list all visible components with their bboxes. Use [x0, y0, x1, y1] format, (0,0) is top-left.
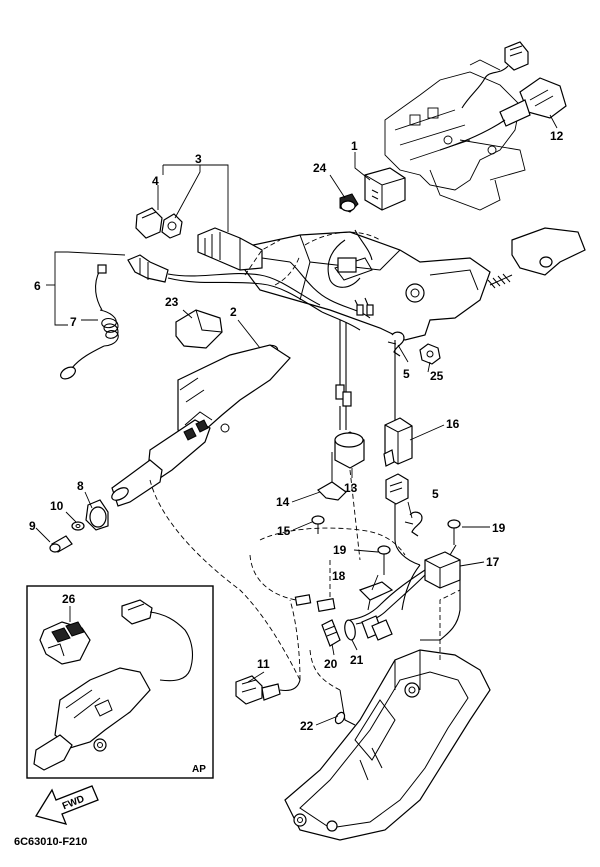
part-3-switch-body [197, 227, 291, 271]
callout-7: 7 [70, 315, 77, 329]
part-24-wire-clip [339, 193, 359, 213]
wire-routing-dashed [149, 231, 461, 691]
part-15-screw [311, 515, 325, 534]
callout-10: 10 [50, 499, 64, 513]
part-9-screw [49, 535, 73, 553]
callout-23: 23 [165, 295, 179, 309]
part-6-stop-switch [127, 254, 323, 313]
callout-14: 14 [276, 495, 290, 509]
callout-5a: 5 [403, 367, 410, 381]
drawing-code: 6C63010-F210 [14, 836, 87, 848]
callout-13: 13 [344, 481, 358, 495]
inset-ap-detail: 26 AP [26, 585, 214, 779]
lower-tray [284, 649, 491, 841]
wire-harness-center [289, 229, 374, 407]
wire-bundle-lower [294, 564, 461, 641]
part-20-grommet [321, 619, 341, 647]
part-19-screw-right [447, 519, 461, 545]
callout-2: 2 [230, 305, 237, 319]
part-21-ring [344, 619, 356, 641]
part-12-harness-plug [439, 77, 567, 151]
part-16-connector [383, 340, 413, 467]
connector-pair-lower [361, 615, 393, 641]
part-8-grip-end [85, 499, 109, 531]
callout-22: 22 [300, 719, 314, 733]
part-13-sensor [334, 406, 365, 469]
callout-9: 9 [29, 519, 36, 533]
part-7-lanyard-cord [60, 264, 119, 380]
lower-connector-plug [385, 473, 421, 566]
callout-19a: 19 [492, 521, 506, 535]
callout-labels: 1 2 3 4 5 5 6 7 8 9 10 11 12 13 14 15 16… [29, 129, 564, 733]
callout-20: 20 [324, 657, 338, 671]
callout-8: 8 [77, 479, 84, 493]
tiller-arm [111, 344, 291, 507]
tiller-bracket-body [228, 231, 491, 341]
part-18-bracket-plate [358, 581, 394, 611]
part-19-screw-center [377, 545, 391, 575]
callout-17: 17 [486, 555, 500, 569]
callout-18: 18 [332, 569, 346, 583]
mount-bracket-right [487, 227, 586, 289]
callout-21: 21 [350, 653, 364, 667]
part-10-washer [71, 521, 85, 531]
inset-callout-26: 26 [62, 592, 76, 606]
part-14-bracket [317, 452, 347, 501]
callout-5b: 5 [432, 487, 439, 501]
part-3-switch-nut [161, 213, 183, 239]
callout-25: 25 [430, 369, 444, 383]
callout-12: 12 [550, 129, 564, 143]
part-17-relay-box [424, 544, 461, 589]
fwd-arrow: FWD [34, 785, 99, 825]
callout-24: 24 [313, 161, 327, 175]
callout-6: 6 [34, 279, 41, 293]
callout-3: 3 [195, 152, 202, 166]
part-25-nut [419, 343, 441, 365]
callout-15: 15 [277, 524, 291, 538]
engine-bracket-outline [384, 59, 526, 211]
callout-1: 1 [351, 139, 358, 153]
part-23-grommet-cover [175, 309, 223, 349]
callout-16: 16 [446, 417, 460, 431]
part-11-switch [235, 675, 301, 705]
callout-19b: 19 [333, 543, 347, 557]
callout-11: 11 [257, 657, 270, 671]
part-4-switch-cap [135, 207, 163, 239]
connector-plug-top [461, 41, 529, 109]
leader-lines [35, 114, 558, 726]
part-5-clamp-upper [387, 331, 405, 357]
callout-4: 4 [152, 174, 159, 188]
inset-region-label: AP [192, 764, 206, 775]
part-1-relay-housing [364, 167, 406, 211]
part-5-clamp-lower [404, 511, 423, 537]
